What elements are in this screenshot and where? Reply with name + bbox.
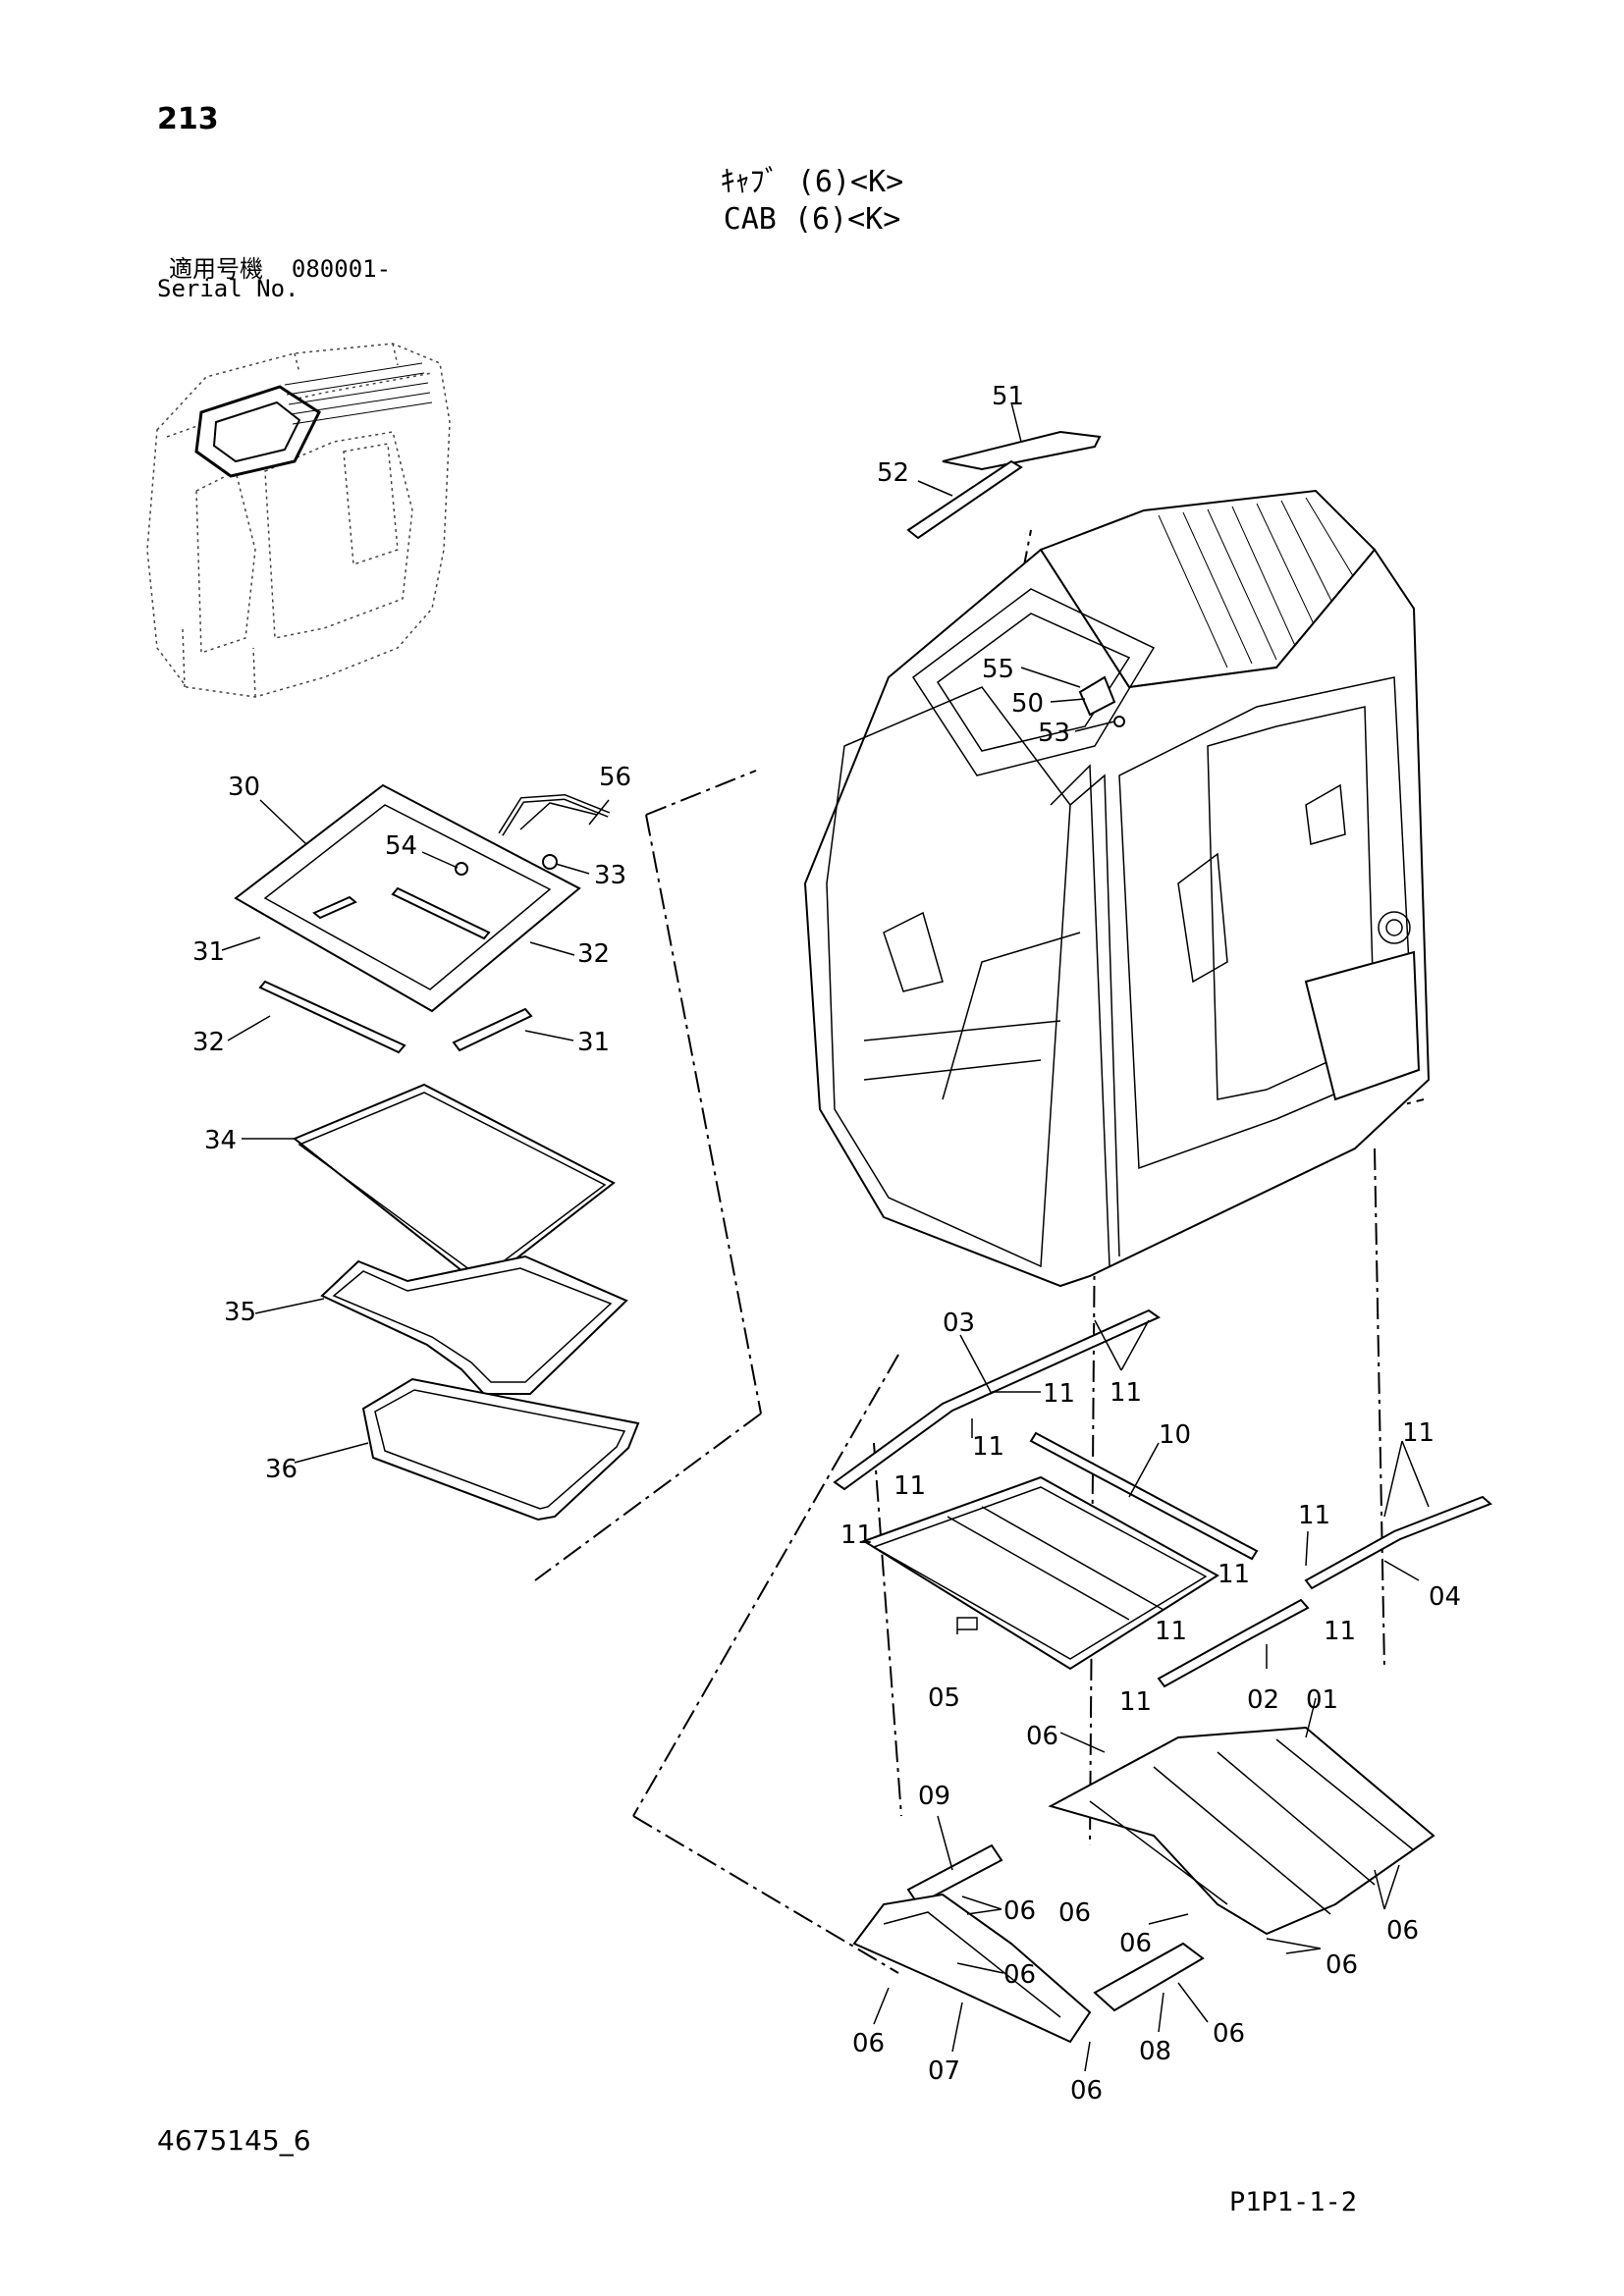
seal-35: [320, 1255, 628, 1395]
document-number: 4675145_6: [157, 2124, 311, 2157]
serial-label-english: Serial No.: [157, 275, 299, 302]
callout-03: 03: [943, 1308, 975, 1338]
callout-labels: 51 52 55 50 53 30 56 54 33 31 32 32 31 3…: [192, 382, 1461, 2106]
callout-11-a: 11: [1110, 1378, 1142, 1408]
leader-lines: [221, 401, 1430, 2072]
callout-06-i: 06: [852, 2029, 885, 2058]
bracket-09: [906, 1843, 1003, 1906]
callout-05: 05: [928, 1683, 960, 1713]
handle-56: [498, 793, 611, 836]
wiper-blade-52: [906, 459, 1023, 540]
callout-09: 09: [918, 1782, 950, 1811]
callout-11-j: 11: [1155, 1617, 1187, 1646]
callout-06-d: 06: [1119, 1929, 1152, 1958]
callout-11-b: 11: [1043, 1379, 1075, 1409]
callout-04: 04: [1429, 1582, 1461, 1612]
callout-11-e: 11: [840, 1521, 873, 1550]
callout-56: 56: [599, 763, 631, 792]
callout-32-a: 32: [577, 939, 610, 969]
seal-36: [361, 1377, 640, 1522]
roof-rail-03: [833, 1308, 1162, 1491]
callout-55: 55: [982, 655, 1014, 684]
serial-label-japanese: 適用号機 080001-: [169, 249, 391, 284]
callout-34: 34: [204, 1126, 237, 1155]
roof-rail-04: [1304, 1495, 1492, 1590]
callout-10: 10: [1159, 1420, 1191, 1450]
wiper-arm-51: [942, 430, 1102, 471]
wiper-motor-50: [1078, 675, 1125, 727]
overview-cab-sketch: [146, 343, 451, 698]
callout-51: 51: [992, 382, 1024, 411]
callout-31-a: 31: [192, 937, 225, 967]
callout-06-g: 06: [1003, 1960, 1036, 1990]
callout-06-c: 06: [1058, 1898, 1091, 1928]
callout-06-a: 06: [1026, 1722, 1058, 1751]
bolt-54: [455, 862, 468, 876]
callout-06-e: 06: [1386, 1916, 1419, 1946]
roof-rail-02: [1157, 1598, 1310, 1688]
callout-52: 52: [877, 458, 909, 488]
bracket-08: [1093, 1942, 1205, 2012]
serial-value: 080001-: [291, 255, 392, 283]
callout-11-k: 11: [1119, 1687, 1152, 1717]
cab-frame-assembly: [803, 489, 1431, 1288]
callout-35: 35: [224, 1298, 256, 1327]
bracket-07: [852, 1893, 1092, 2044]
callout-54: 54: [385, 831, 417, 861]
callout-11-f: 11: [1402, 1418, 1435, 1448]
callout-07: 07: [928, 2056, 960, 2086]
callout-06-f: 06: [1326, 1950, 1358, 1980]
callout-08: 08: [1139, 2037, 1171, 2066]
callout-32-b: 32: [192, 1028, 225, 1057]
roof-panel-01: [1048, 1726, 1435, 1936]
seal-strips-31-32: [258, 886, 533, 1054]
callout-11-d: 11: [893, 1471, 926, 1501]
callout-06-b: 06: [1003, 1896, 1036, 1926]
nut-33: [542, 854, 558, 870]
callout-11-g: 11: [1298, 1501, 1330, 1530]
title-english: CAB (6)<K>: [723, 202, 901, 237]
page-code: P1P1-1-2: [1229, 2187, 1358, 2217]
callout-31-b: 31: [577, 1028, 610, 1057]
seal-10: [1029, 1431, 1259, 1561]
callout-36: 36: [265, 1455, 298, 1484]
callout-50: 50: [1011, 689, 1044, 719]
callout-11-i: 11: [1324, 1617, 1356, 1646]
callout-01: 01: [1306, 1685, 1338, 1715]
callout-11-c: 11: [972, 1432, 1004, 1462]
serial-label-jp-text: 適用号機: [169, 255, 263, 283]
glass-panel-34: [293, 1083, 616, 1288]
callout-11-h: 11: [1218, 1560, 1250, 1589]
callout-30: 30: [228, 773, 260, 802]
page-number: 213: [157, 102, 219, 136]
headliner-05: [861, 1475, 1219, 1671]
callout-06-h: 06: [1213, 2019, 1245, 2049]
title-japanese: ｷｬﾌﾞ (6)<K>: [720, 165, 904, 199]
callout-02: 02: [1247, 1685, 1279, 1715]
callout-06-j: 06: [1070, 2076, 1103, 2106]
callout-33: 33: [594, 861, 626, 890]
callout-53: 53: [1038, 719, 1070, 748]
